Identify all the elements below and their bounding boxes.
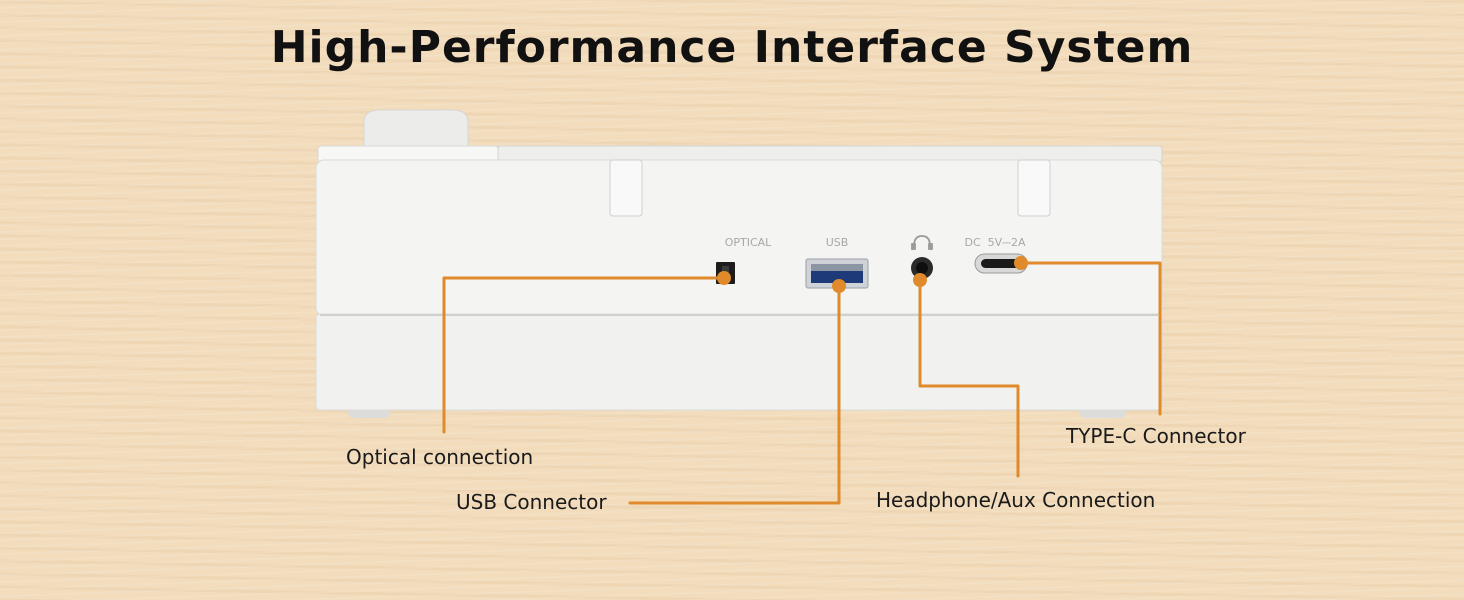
optical-leader-dot — [717, 271, 731, 285]
optical-callout-label: Optical connection — [346, 445, 534, 469]
usb-port-label: USB — [826, 236, 849, 249]
page-title: High-Performance Interface System — [270, 22, 1194, 73]
headphone-leader-dot — [913, 273, 927, 287]
optical-leader-line — [442, 276, 726, 434]
volume-knob — [363, 109, 469, 151]
headphone-jack — [911, 257, 933, 279]
usb-leader-dot — [832, 279, 846, 293]
typec-callout-label: TYPE-C Connector — [1066, 424, 1246, 448]
usb-callout-label: USB Connector — [456, 490, 607, 514]
headphone-callout-label: Headphone/Aux Connection — [876, 488, 1156, 512]
optical-port-label: OPTICAL — [725, 236, 772, 249]
device-clip-right — [1017, 159, 1051, 217]
typec-leader-dot — [1014, 256, 1028, 270]
headphone-leader-line — [918, 278, 1020, 478]
usb-leader-line — [628, 285, 841, 505]
usb-port — [805, 258, 869, 289]
dc-port-label: DC 5V⎓2A — [965, 236, 1026, 249]
typec-port — [974, 253, 1028, 274]
typec-leader-line — [1019, 261, 1162, 416]
headphone-icon — [911, 235, 933, 250]
device-clip-left — [609, 159, 643, 217]
